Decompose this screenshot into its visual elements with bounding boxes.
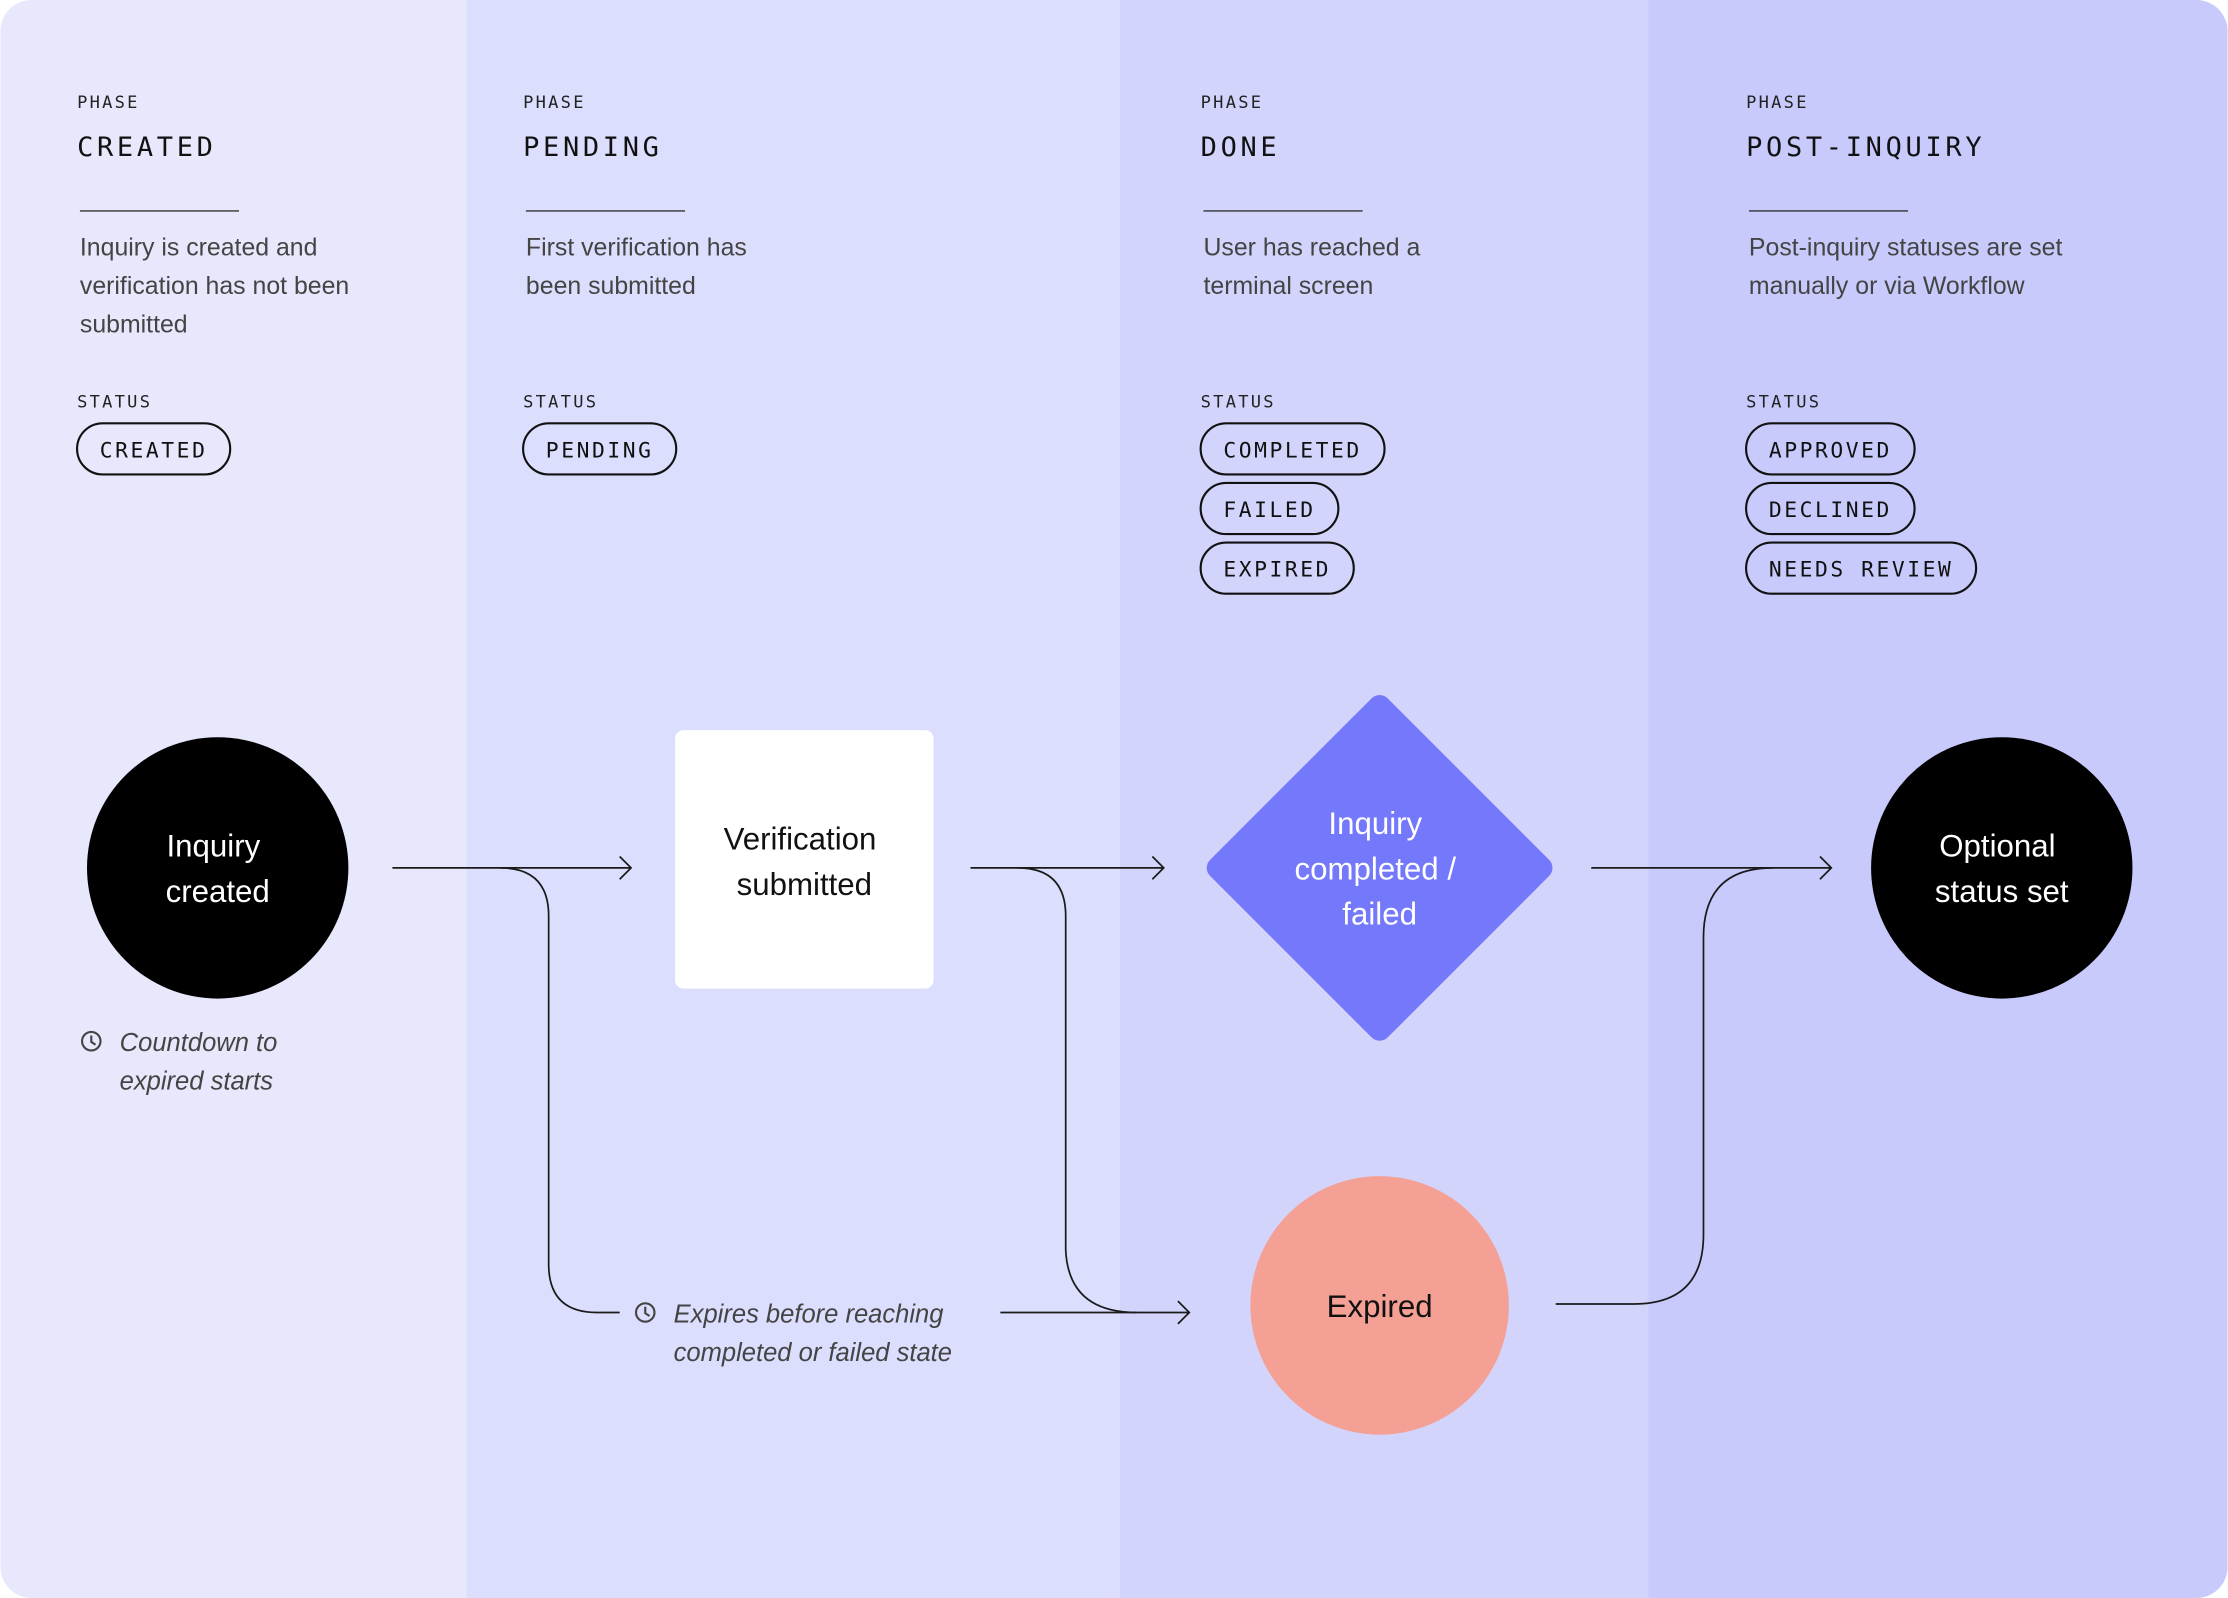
status-pill-approved: APPROVED: [1745, 422, 1916, 476]
description-line: been submitted: [526, 273, 696, 300]
branch-expired-to-optional: [1555, 867, 1774, 1305]
status-pill-label: CREATED: [100, 438, 208, 463]
description-line: terminal screen: [1203, 273, 1373, 300]
node-label: completed /: [1295, 851, 1457, 886]
phase-column-created: PHASE CREATED Inquiry is created and verifi…: [76, 93, 349, 476]
status-pill-label: COMPLETED: [1223, 438, 1361, 463]
node-optional-status-set: Optional status set: [1871, 737, 2133, 999]
status-pill-declined: DECLINED: [1745, 481, 1916, 536]
node-expired: Expired: [1250, 1176, 1509, 1435]
phase-kicker: PHASE: [77, 93, 140, 113]
status-pill-label: FAILED: [1223, 498, 1315, 523]
svg-text:Expired: Expired: [1327, 1289, 1433, 1324]
node-label: Expired: [1327, 1289, 1433, 1324]
description-line: verification has not been: [80, 273, 349, 300]
branch-created-to-expired: [500, 867, 620, 1314]
node-verification-submitted: Verification submitted: [675, 730, 934, 989]
phase-column-pending: PHASE PENDING First verification has been s…: [522, 93, 747, 476]
status-pill-completed: COMPLETED: [1199, 422, 1386, 476]
status-pill-created: CREATED: [76, 422, 232, 476]
svg-text:Expires before reaching: Expires before reaching completed or fai…: [674, 1300, 952, 1366]
status-label: STATUS: [77, 393, 152, 413]
expires-note: Expires before reaching completed or fai…: [634, 1300, 952, 1367]
clock-icon: [80, 1030, 102, 1052]
node-inquiry-completed-failed: Inquiry completed / failed: [1206, 695, 1553, 1041]
phase-description: First verification has been submitted: [526, 235, 747, 300]
status-pill-label: NEEDS REVIEW: [1769, 558, 1954, 583]
description-line: submitted: [80, 311, 188, 338]
status-pill-expired: EXPIRED: [1199, 541, 1355, 595]
note-line: Expires before reaching: [674, 1300, 944, 1328]
description-line: Inquiry is created and: [80, 235, 318, 262]
clock-icon: [634, 1302, 656, 1323]
node-label: created: [166, 874, 270, 909]
phase-title: DONE: [1201, 132, 1281, 163]
note-line: completed or failed state: [674, 1339, 952, 1367]
note-line: Countdown to: [120, 1029, 278, 1057]
phase-description: Post-inquiry statuses are set manually or…: [1749, 235, 2063, 300]
node-label: Optional: [1939, 829, 2055, 864]
phase-column-post-inquiry: PHASE POST-INQUIRY Post-inquiry statuses a…: [1745, 93, 2063, 595]
arrow-verification-to-done: [970, 855, 1165, 880]
status-label: STATUS: [1746, 393, 1821, 413]
status-label: STATUS: [1201, 393, 1276, 413]
node-label: Inquiry: [166, 829, 260, 864]
description-line: manually or via Workflow: [1749, 273, 2025, 300]
svg-text:Optional status set: Optional status set: [1935, 829, 2069, 909]
node-label: failed: [1342, 897, 1417, 932]
phase-description: User has reached a terminal screen: [1203, 235, 1420, 300]
countdown-note: Countdown to expired starts: [80, 1029, 285, 1095]
svg-text:Inquiry created: Inquiry created: [166, 829, 270, 909]
status-pill-label: PENDING: [546, 438, 654, 463]
description-line: Post-inquiry statuses are set: [1749, 235, 2063, 262]
phase-description: Inquiry is created and verification has n…: [80, 235, 349, 339]
description-line: First verification has: [526, 235, 747, 262]
phase-kicker: PHASE: [1746, 93, 1809, 113]
node-label: submitted: [737, 867, 872, 902]
arrow-expires-to-expired: [1000, 1300, 1191, 1325]
status-pill-pending: PENDING: [522, 422, 678, 476]
phase-title: PENDING: [523, 132, 663, 163]
phase-kicker: PHASE: [523, 93, 586, 113]
svg-text:Verification submitted: Verification submitted: [724, 821, 885, 901]
node-label: Verification: [724, 821, 877, 856]
phase-kicker: PHASE: [1201, 93, 1264, 113]
status-pill-failed: FAILED: [1199, 481, 1340, 536]
phase-column-done: PHASE DONE User has reached a terminal scre…: [1199, 93, 1420, 595]
node-label: status set: [1935, 874, 2069, 909]
status-label: STATUS: [523, 393, 598, 413]
svg-text:Countdown to expired sta: Countdown to expired starts: [120, 1029, 285, 1095]
note-line: expired starts: [120, 1067, 274, 1095]
node-label: Inquiry: [1328, 806, 1422, 841]
svg-text:Inquiry completed /: Inquiry completed / failed: [1295, 806, 1465, 932]
node-inquiry-created: Inquiry created: [87, 737, 349, 999]
status-pill-label: DECLINED: [1769, 498, 1892, 523]
phase-title: POST-INQUIRY: [1746, 132, 1985, 163]
phase-title: CREATED: [77, 132, 217, 163]
arrow-done-to-optional: [1591, 855, 1833, 880]
connectors: [392, 855, 1833, 1325]
status-pill-label: EXPIRED: [1223, 558, 1331, 583]
branch-verification-to-expired: [1017, 867, 1137, 1314]
status-pill-label: APPROVED: [1769, 438, 1892, 463]
status-pill-needs-review: NEEDS REVIEW: [1745, 541, 1978, 595]
description-line: User has reached a: [1203, 235, 1420, 262]
